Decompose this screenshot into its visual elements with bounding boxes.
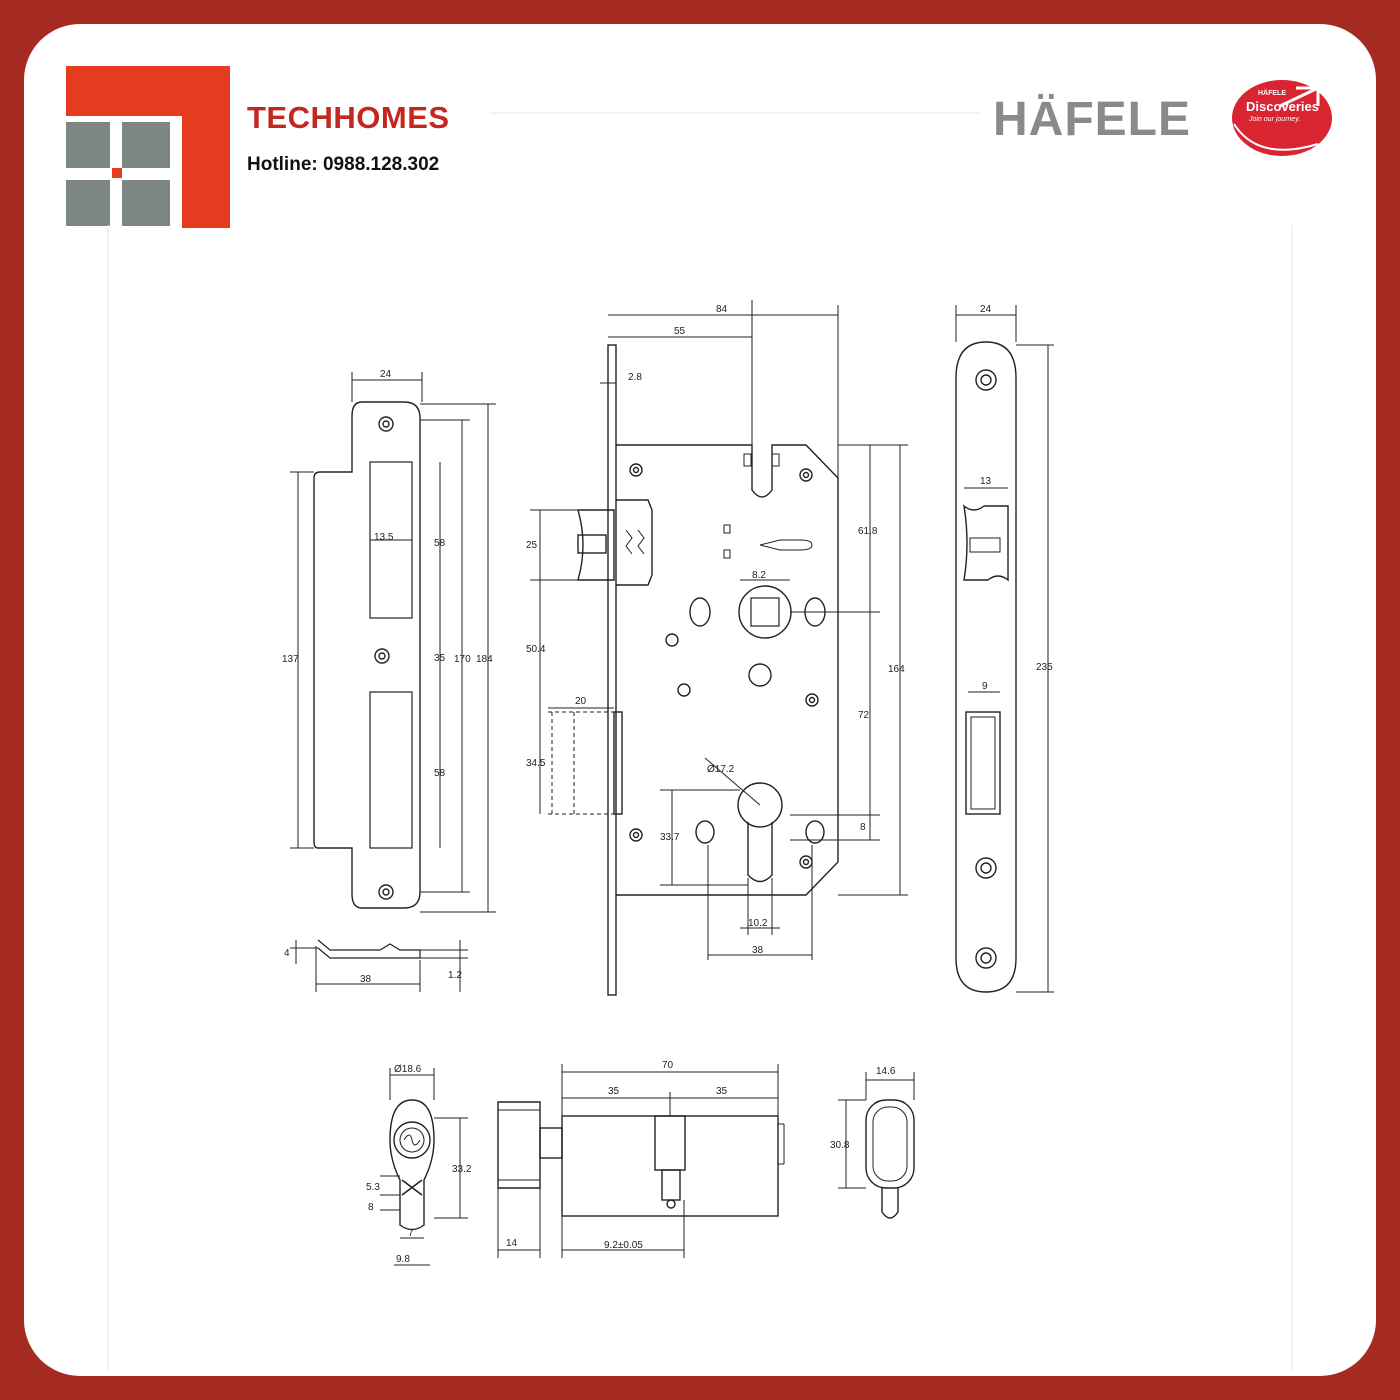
badge-sub-text: Join our journey. xyxy=(1249,116,1301,123)
dim-cylinder-half-b: 35 xyxy=(716,1086,728,1097)
discoveries-badge-icon xyxy=(1232,80,1332,156)
techhomes-logo xyxy=(66,66,230,228)
dim-cylinder-hole: Ø17.2 xyxy=(707,764,735,775)
dim-bolt-throw: 20 xyxy=(575,696,587,707)
dim-cylinder-cam-height: 8 xyxy=(368,1202,374,1213)
dim-strike-side-thickness: 1.2 xyxy=(448,970,462,981)
dim-strike-overall-a: 137 xyxy=(282,654,299,665)
strike-plate-drawing xyxy=(290,372,496,913)
dim-cylinder-offset: 33.7 xyxy=(660,832,680,843)
dim-faceplate-height: 235 xyxy=(1036,662,1053,673)
dim-cylinder-profile-height: 33.2 xyxy=(452,1164,472,1175)
logo-red-right xyxy=(182,66,230,228)
dim-strike-gap: 35 xyxy=(434,653,446,664)
badge-main-text: Discoveries xyxy=(1246,99,1319,114)
hotline-text: Hotline: 0988.128.302 xyxy=(247,154,440,175)
dim-lock-total-width: 84 xyxy=(716,304,728,315)
dim-strike-overall-b: 170 xyxy=(454,654,471,665)
cylinder-front-view xyxy=(380,1068,468,1266)
dim-top-to-spindle: 61.8 xyxy=(858,526,878,537)
dim-lock-backset: 55 xyxy=(674,326,686,337)
dim-latch-to-bolt: 50.4 xyxy=(526,644,546,655)
faceplate-drawing xyxy=(955,305,1054,993)
dim-strike-slot-width: 13.5 xyxy=(374,532,394,543)
strike-side-view xyxy=(290,939,468,992)
dim-spindle-to-cylinder: 72 xyxy=(858,710,870,721)
dim-strike-slot-top: 58 xyxy=(434,538,446,549)
logo-red-dot xyxy=(112,168,122,178)
dim-cylinder-slot: 8 xyxy=(860,822,866,833)
hafele-wordmark: HÄFELE xyxy=(993,93,1191,146)
logo-gray-square xyxy=(66,180,110,226)
dim-thumbturn-width: 14.6 xyxy=(876,1066,896,1077)
logo-gray-square xyxy=(66,122,110,168)
lock-body-drawing xyxy=(530,300,908,996)
dim-bolt-height: 34.5 xyxy=(526,758,546,769)
content-card xyxy=(24,24,1376,1376)
dim-thumbturn-height: 30.8 xyxy=(830,1140,850,1151)
dim-strike-overall-c: 184 xyxy=(476,654,493,665)
dim-spindle: 8.2 xyxy=(752,570,766,581)
dim-strike-width: 24 xyxy=(380,369,392,380)
dim-cylinder-cam-offset: 5.3 xyxy=(366,1182,380,1193)
logo-red-left xyxy=(66,66,78,116)
dim-body-height: 164 xyxy=(888,664,905,675)
dim-faceplate-thickness: 2.8 xyxy=(628,372,642,383)
dim-cylinder-base-width: 9.8 xyxy=(396,1254,410,1265)
dim-cylinder-total-length: 70 xyxy=(662,1060,674,1071)
dim-strike-side-lip: 4 xyxy=(284,948,290,959)
thumb-turn-view xyxy=(838,1072,915,1219)
logo-gray-square xyxy=(122,180,170,226)
dim-faceplate-bolt-slot: 9 xyxy=(982,681,988,692)
dim-cylinder-half-a: 35 xyxy=(608,1086,620,1097)
badge-top-text: HÄFELE xyxy=(1258,90,1286,97)
logo-gray-square xyxy=(122,122,170,168)
dim-faceplate-latch-slot: 13 xyxy=(980,476,992,487)
dim-faceplate-width: 24 xyxy=(980,304,992,315)
dim-cylinder-cam-width: 7 xyxy=(408,1228,414,1239)
dim-cylinder-diameter: Ø18.6 xyxy=(394,1064,422,1075)
dim-screw-spacing: 38 xyxy=(752,945,764,956)
dim-strike-side-depth: 38 xyxy=(360,974,372,985)
dim-cylinder-knob-width: 14 xyxy=(506,1238,518,1249)
dim-cylinder-cam-position: 9.2±0.05 xyxy=(604,1240,643,1251)
dim-latch-height: 25 xyxy=(526,540,538,551)
cylinder-side-view xyxy=(497,1064,785,1258)
brand-name: TECHHOMES xyxy=(247,100,450,135)
dim-cylinder-width: 10.2 xyxy=(748,918,768,929)
dim-strike-slot-bottom: 58 xyxy=(434,768,446,779)
